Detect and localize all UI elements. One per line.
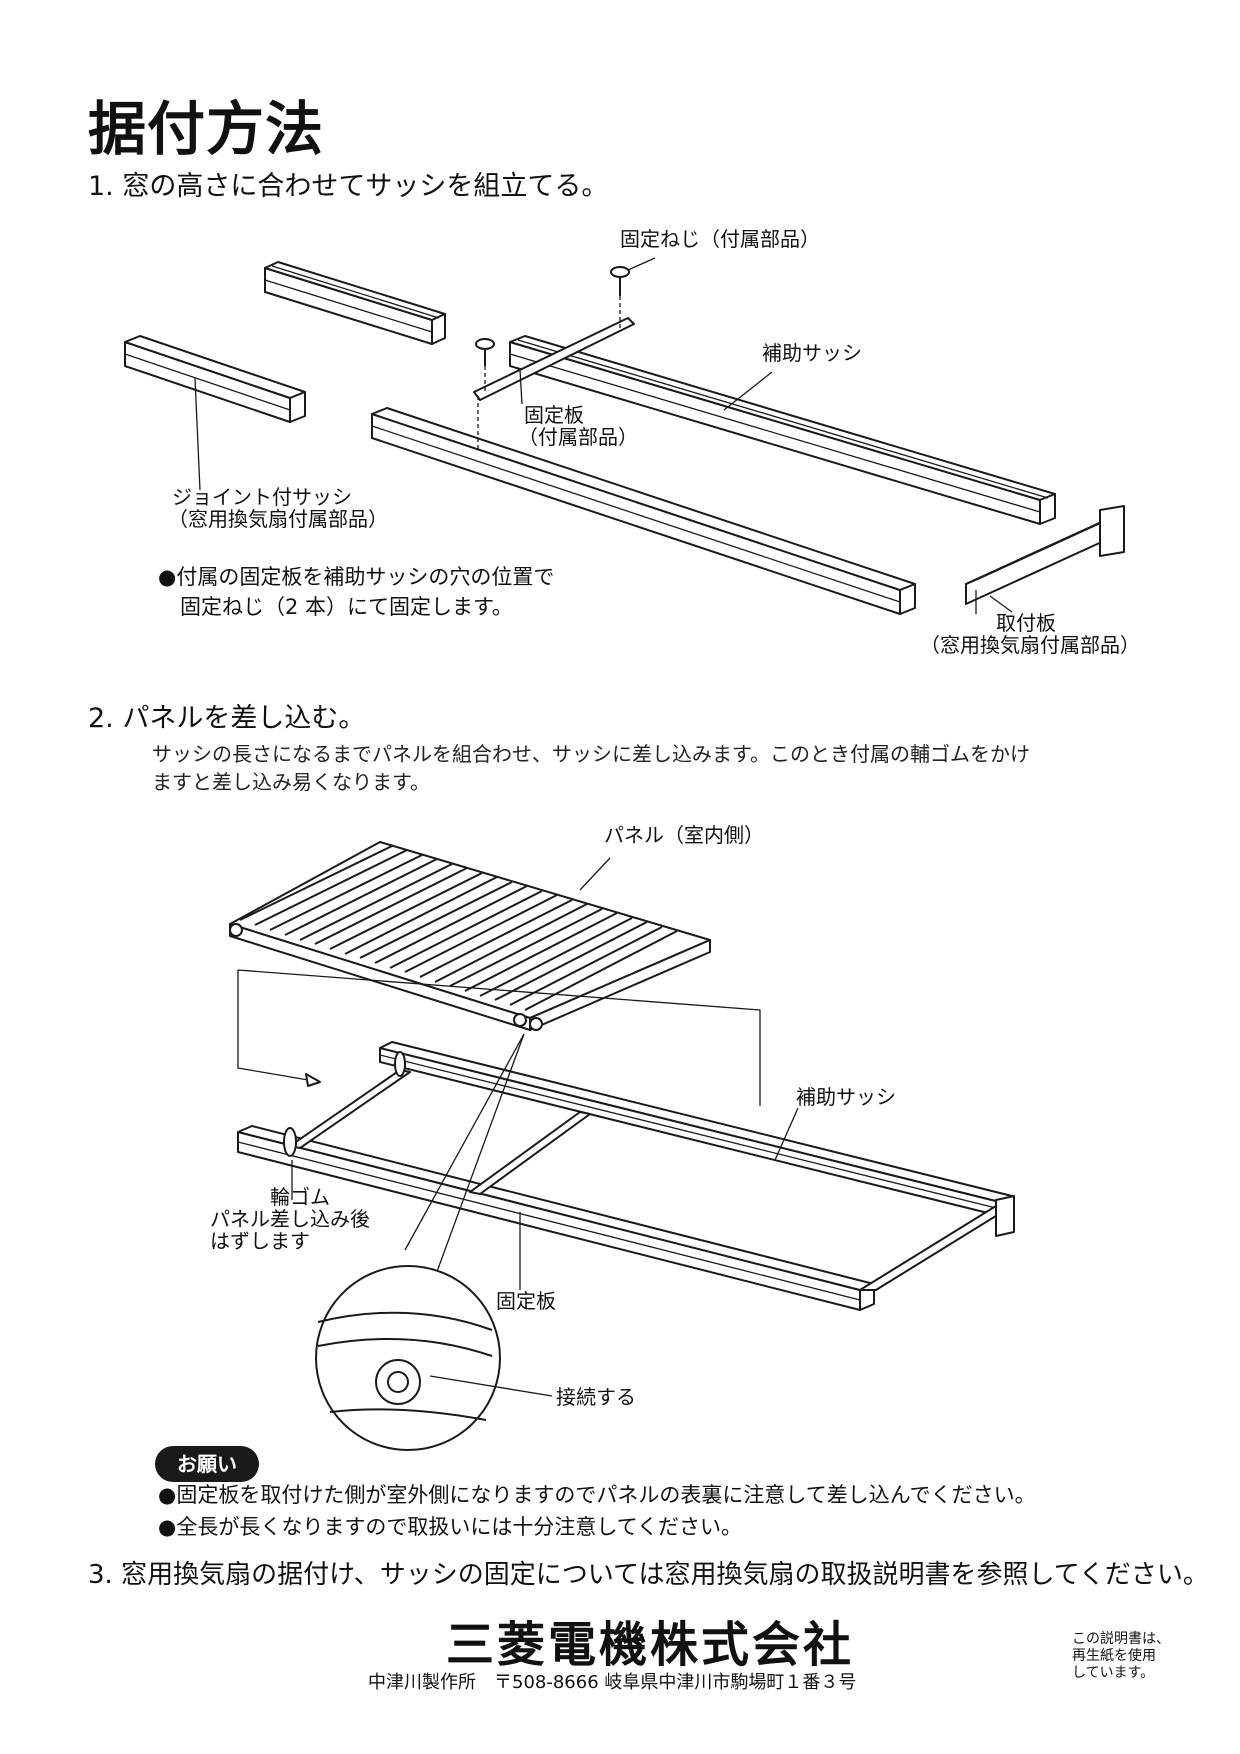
step2-desc-line2: ますと差し込み易くなります。 bbox=[152, 770, 430, 794]
page-title: 据付方法 bbox=[88, 95, 325, 163]
company-address: 中津川製作所 〒508-8666 岐阜県中津川市駒場町１番３号 bbox=[368, 1672, 857, 1693]
panel bbox=[229, 841, 711, 1031]
long-sash-front bbox=[371, 407, 916, 615]
joint-sash bbox=[124, 335, 306, 423]
label-panel-indoor: パネル（室内側） bbox=[604, 823, 764, 847]
label-joint-sash-2: （窓用換気扇付属部品） bbox=[168, 507, 388, 531]
recycle-line-2: 再生紙を使用 bbox=[1072, 1648, 1156, 1664]
leaders-2 bbox=[291, 857, 799, 1397]
short-sash-top bbox=[264, 261, 446, 345]
label-fixing-screw: 固定ねじ（付属部品） bbox=[620, 227, 820, 251]
recycle-line-1: この説明書は、 bbox=[1072, 1631, 1170, 1647]
recycle-line-3: しています。 bbox=[1072, 1665, 1155, 1681]
insert-path bbox=[237, 969, 761, 1106]
step2-desc-line1: サッシの長さになるまでパネルを組合わせ、サッシに差し込みます。このとき付属の輔ゴ… bbox=[152, 742, 1030, 766]
step3-heading: 3. 窓用換気扇の据付け、サッシの固定については窓用換気扇の取扱説明書を参照して… bbox=[88, 1560, 1209, 1590]
detail-callout bbox=[315, 1033, 525, 1451]
label-aux-sash-2: 補助サッシ bbox=[796, 1085, 896, 1109]
request-item-2: ●全長が長くなりますので取扱いには十分注意してください。 bbox=[158, 1515, 743, 1539]
label-rubber-remove-1: パネル差し込み後 bbox=[210, 1207, 370, 1231]
sash-frame bbox=[237, 1041, 1015, 1311]
label-fixing-plate-2b: 固定板 bbox=[496, 1289, 556, 1313]
request-badge: お願い bbox=[155, 1446, 259, 1482]
label-joint-sash-1: ジョイント付サッシ bbox=[172, 485, 352, 509]
screws-1 bbox=[475, 266, 630, 450]
label-aux-sash-1: 補助サッシ bbox=[762, 341, 862, 365]
label-fixing-plate-2: （付属部品） bbox=[518, 425, 638, 449]
recycle-note: この説明書は、 再生紙を使用 しています。 bbox=[1072, 1631, 1170, 1682]
label-fixing-plate-1: 固定板 bbox=[524, 403, 584, 427]
request-item-1: ●固定板を取付けた側が室外側になりますのでパネルの表裏に注意して差し込んでくださ… bbox=[158, 1483, 1036, 1507]
label-connect: 接続する bbox=[556, 1385, 636, 1409]
label-rubber-remove-2: はずします bbox=[210, 1229, 310, 1253]
step1-note-line1: ●付属の固定板を補助サッシの穴の位置で bbox=[158, 565, 555, 589]
label-rubber-band: 輪ゴム bbox=[270, 1185, 330, 1209]
aux-sash-1 bbox=[509, 335, 1056, 525]
leaders-1 bbox=[194, 257, 1013, 613]
step2-heading: 2. パネルを差し込む。 bbox=[88, 703, 366, 734]
label-mount-plate-2: （窓用換気扇付属部品） bbox=[920, 633, 1140, 657]
mount-plate bbox=[965, 505, 1125, 614]
rubber-band bbox=[283, 1051, 406, 1157]
label-mount-plate-1: 取付板 bbox=[996, 611, 1056, 635]
company-name: 三菱電機株式会社 bbox=[446, 1617, 855, 1673]
step1-heading: 1. 窓の高さに合わせてサッシを組立てる。 bbox=[88, 171, 609, 202]
step1-note-line2: 固定ねじ（2 本）にて固定します。 bbox=[180, 595, 513, 619]
